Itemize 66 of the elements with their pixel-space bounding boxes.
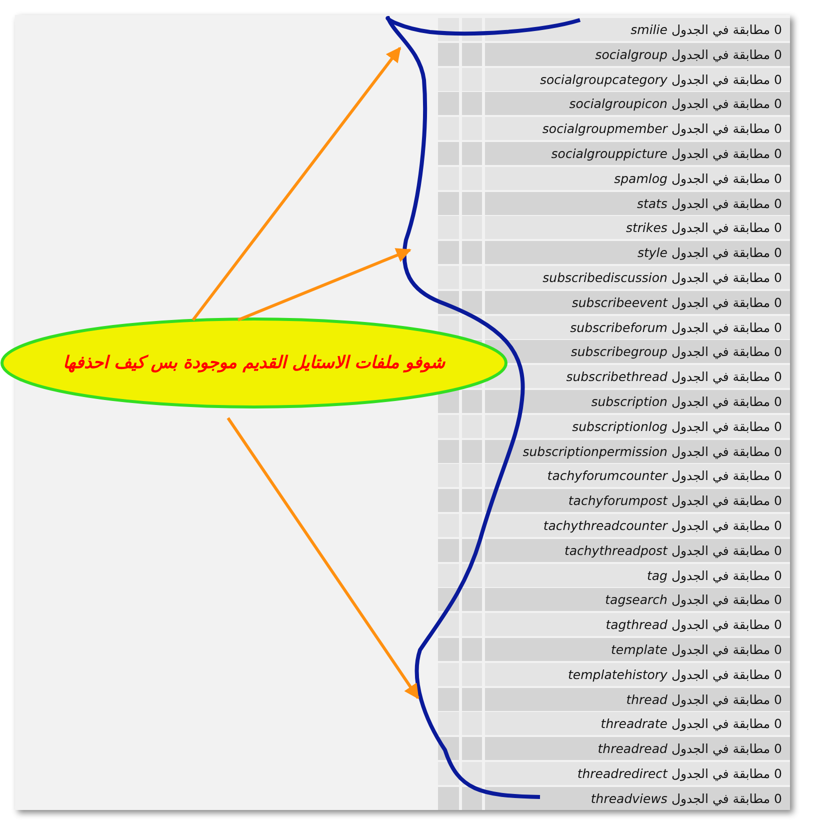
match-count: 0 مطابقة في الجدول — [671, 72, 782, 87]
table-name: tagsearch — [605, 592, 668, 608]
table-name: smilie — [630, 22, 668, 37]
callout-text: شوفو ملفات الاستايل القديم موجودة بس كيف احذفها — [62, 353, 446, 373]
match-count: 0 مطابقة في الجدول — [671, 518, 782, 533]
match-count: 0 مطابقة في الجدول — [671, 220, 782, 236]
table-name: subscription — [591, 394, 668, 409]
table-name: thread — [626, 692, 668, 707]
match-count: 0 مطابقة في الجدول — [671, 196, 782, 211]
table-name: subscriptionlog — [572, 418, 668, 434]
table-name: tachythreadpost — [564, 542, 668, 558]
table-name: socialgroupcategory — [540, 72, 668, 87]
table-name: template — [611, 642, 668, 657]
match-count: 0 مطابقة في الجدول — [671, 741, 782, 756]
match-count: 0 مطابقة في الجدول — [671, 716, 782, 732]
table-name: threadviews — [590, 790, 668, 806]
table-name: tagthread — [606, 617, 668, 632]
table-name: threadrate — [600, 716, 668, 732]
table-name: tag — [646, 568, 668, 583]
match-count: 0 مطابقة في الجدول — [671, 666, 782, 682]
match-count: 0 مطابقة في الجدول — [671, 592, 782, 608]
match-count: 0 مطابقة في الجدول — [671, 790, 782, 806]
table-name: socialgroup — [595, 46, 668, 62]
match-count: 0 مطابقة في الجدول — [671, 468, 782, 484]
table-name: subscriptionpermission — [522, 444, 668, 459]
table-name: socialgroupmember — [542, 121, 668, 136]
table-name: threadread — [598, 741, 668, 756]
match-count: 0 مطابقة في الجدول — [671, 121, 782, 136]
table-name: tachyforumcounter — [547, 468, 668, 484]
match-count: 0 مطابقة في الجدول — [671, 344, 782, 360]
match-count: 0 مطابقة في الجدول — [671, 617, 782, 632]
table-name: templatehistory — [568, 666, 668, 682]
match-count: 0 مطابقة في الجدول — [671, 542, 782, 558]
table-name: tachyforumpost — [568, 493, 668, 508]
match-count: 0 مطابقة في الجدول — [671, 270, 782, 285]
table-name: socialgrouppicture — [551, 146, 668, 161]
match-count: 0 مطابقة في الجدول — [671, 642, 782, 657]
table-name: socialgroupicon — [569, 96, 668, 112]
match-count: 0 مطابقة في الجدول — [671, 320, 782, 335]
match-count: 0 مطابقة في الجدول — [671, 394, 782, 409]
table-name: spamlog — [614, 170, 668, 186]
table-name: threadredirect — [577, 766, 668, 781]
match-count: 0 مطابقة في الجدول — [671, 22, 782, 37]
match-count: 0 مطابقة في الجدول — [671, 46, 782, 62]
match-count: 0 مطابقة في الجدول — [671, 692, 782, 707]
table-name: strikes — [626, 220, 668, 236]
match-count: 0 مطابقة في الجدول — [671, 418, 782, 434]
table-name: tachythreadcounter — [543, 518, 668, 533]
table-name: subscribeevent — [572, 294, 668, 310]
table-name: subscribethread — [566, 369, 668, 384]
match-count: 0 مطابقة في الجدول — [671, 568, 782, 583]
match-count: 0 مطابقة في الجدول — [671, 369, 782, 384]
table-name: subscribeforum — [570, 320, 668, 335]
table-name: stats — [636, 196, 668, 211]
match-count: 0 مطابقة في الجدول — [671, 96, 782, 112]
match-count: 0 مطابقة في الجدول — [671, 245, 782, 260]
match-count: 0 مطابقة في الجدول — [671, 493, 782, 508]
arrow — [226, 417, 420, 700]
match-count: 0 مطابقة في الجدول — [671, 766, 782, 781]
table-name: subscribediscussion — [542, 270, 668, 285]
table-name: subscribegroup — [570, 344, 668, 360]
match-count: 0 مطابقة في الجدول — [671, 146, 782, 161]
match-count: 0 مطابقة في الجدول — [671, 444, 782, 459]
match-count: 0 مطابقة في الجدول — [671, 170, 782, 186]
match-count: 0 مطابقة في الجدول — [671, 294, 782, 310]
table-name: style — [637, 245, 668, 260]
